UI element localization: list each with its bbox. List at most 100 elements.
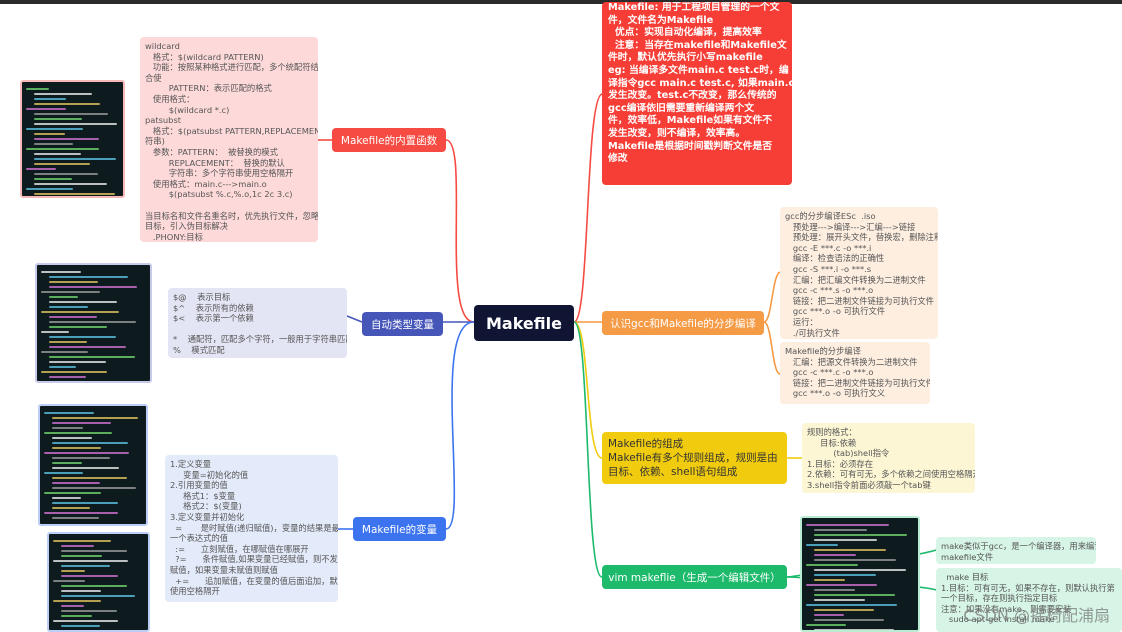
connector-intro <box>574 94 602 322</box>
code-line <box>34 158 116 160</box>
code-line <box>61 625 100 627</box>
note-line: 参数：PATTERN： 被替换的模式 <box>145 147 313 158</box>
code-line <box>26 88 49 90</box>
csdn-watermark: CSDN @摇椅配浦扇 <box>963 602 1110 626</box>
note-line: 链接：把二进制文件链接为可执行文件 <box>785 378 925 389</box>
code-line <box>61 610 117 612</box>
note-make-compiler: make类似于gcc，是一个编译器，用来编译makefile文件 <box>936 537 1096 564</box>
code-line <box>49 326 107 328</box>
note-line: 使用格式： <box>145 94 313 105</box>
code-line <box>61 590 101 592</box>
branch-vim-makefile[interactable]: vim makeflie（生成一个编辑文件） <box>602 565 787 589</box>
note-builtin-functions: wildcard 格式：$(wildcard PATTERN) 功能：按照某种格… <box>140 37 318 242</box>
branch-gcc-steps[interactable]: 认识gcc和Makefile的分步编译 <box>602 311 764 335</box>
note-line: 件时，默认优先执行小写makefile <box>608 52 786 65</box>
code-line <box>49 336 116 338</box>
note-line: 使用空格隔开 <box>170 586 333 597</box>
code-line <box>52 517 99 519</box>
note-gcc-steps: gcc的分步编译ESc .iso 预处理--->编译--->汇编--->链接 预… <box>780 207 938 339</box>
code-line <box>52 442 128 444</box>
branch-builtin-functions[interactable]: Makefile的内置函数 <box>332 128 446 152</box>
note-line: 格式：$(wildcard PATTERN) <box>145 52 313 63</box>
note-line: 2.依赖：可有可无，多个依赖之间使用空格隔开 <box>807 469 970 480</box>
code-line <box>49 281 98 283</box>
code-line <box>26 188 73 190</box>
note-line <box>145 200 313 211</box>
connector-gcc-note2 <box>764 322 780 374</box>
note-line: 发生改变。test.c不改变，那么传统的 <box>608 90 786 103</box>
note-line: makefile文件 <box>941 552 1091 563</box>
code-line <box>34 118 82 120</box>
note-line: ./可执行文件 <box>785 328 933 339</box>
code-line <box>814 599 865 601</box>
note-line: 赋值，如果变量未赋值则赋值 <box>170 565 333 576</box>
note-line: .PHONY:目标 <box>145 232 313 242</box>
code-line <box>34 103 100 105</box>
note-line: 符串) <box>145 136 313 147</box>
code-line <box>34 173 98 175</box>
code-line <box>806 564 858 566</box>
code-line <box>814 614 844 616</box>
code-line <box>61 595 135 597</box>
code-line <box>49 346 126 348</box>
code-line <box>814 539 877 541</box>
note-line: 格式2：$(变量) <box>170 501 333 512</box>
note-line: % 模式匹配 <box>173 345 342 356</box>
code-line <box>34 98 66 100</box>
central-topic[interactable]: Makefile <box>474 305 574 341</box>
note-line: 格式1：$变量 <box>170 491 333 502</box>
note-line: 件，效率低，Makefile如果有文件不 <box>608 115 786 128</box>
note-line: ?= 条件赋值,如果变量已经赋值，则不发生 <box>170 554 333 565</box>
note-line: REPLACEMENT： 替换的默认 <box>145 158 313 169</box>
code-line <box>52 427 83 429</box>
code-line <box>814 559 896 561</box>
code-line <box>61 570 85 572</box>
note-line: 2.引用变量的值 <box>170 480 333 491</box>
branch-makefile-variables[interactable]: Makefile的变量 <box>353 517 446 541</box>
connector-vim <box>574 322 602 577</box>
note-line: 修改 <box>608 153 786 166</box>
note-line: 运行： <box>785 317 933 328</box>
code-line <box>806 524 889 526</box>
note-line: 3.shell指令前面必须敲一个tab键 <box>807 480 970 491</box>
note-line: 1.目标：可有可无，如果不存在，则默认执行第 <box>941 583 1117 594</box>
note-line: 预处理--->编译--->汇编--->链接 <box>785 222 933 233</box>
code-line <box>52 447 101 449</box>
code-line <box>34 133 65 135</box>
note-automatic-variables: $@ 表示目标$^ 表示所有的依赖$< 表示第一个依赖 * 通配符，匹配多个字符… <box>168 288 347 358</box>
code-line <box>806 584 877 586</box>
note-line: 字符串：多个字符串使用空格隔开 <box>145 168 313 179</box>
code-line <box>34 178 72 180</box>
code-line <box>52 507 90 509</box>
code-line <box>814 549 886 551</box>
code-line <box>52 487 136 489</box>
code-line <box>52 417 138 419</box>
connector-compose <box>574 322 602 458</box>
code-line <box>61 575 118 577</box>
note-line: gcc ***.o -o 可执行文义 <box>785 388 925 399</box>
note-line: 链接：把二进制文件链接为可执行文件 <box>785 296 933 307</box>
code-line <box>49 296 78 298</box>
branch-makefile-composition[interactable]: Makefile的组成 Makefile有多个规则组成，规则是由 目标、依赖、s… <box>602 432 787 484</box>
code-screenshot-image <box>20 80 125 198</box>
code-line <box>806 544 838 546</box>
code-screenshot-image <box>800 516 920 632</box>
note-line: 预处理：展开头文件，替换宏，删除注释 <box>785 232 933 243</box>
note-line: make 目标 <box>941 572 1117 583</box>
code-line <box>814 619 884 621</box>
code-line <box>52 467 119 469</box>
note-line: = 是时赋值(递归赋值)，变量的结果是最后 <box>170 523 333 534</box>
note-makefile-steps: Makefile的分步编译 汇编：把源文件转换为二进制文件 gcc -c ***… <box>780 342 930 404</box>
note-line: 注意：当存在makefile和Makefile文 <box>608 40 786 53</box>
code-line <box>814 629 894 631</box>
note-line: 功能：按照某种格式进行匹配，多个统配符结 <box>145 62 313 73</box>
code-line <box>814 534 907 536</box>
code-line <box>41 331 69 333</box>
code-line <box>44 512 118 514</box>
code-screenshot-image <box>38 404 148 526</box>
code-line <box>814 569 906 571</box>
branch-automatic-variables[interactable]: 自动类型变量 <box>362 312 443 336</box>
note-line: Makefile是根据时间戳判断文件是否 <box>608 141 786 154</box>
code-line <box>53 620 118 622</box>
note-line: gcc编译依旧需要重新编译两个文 <box>608 103 786 116</box>
